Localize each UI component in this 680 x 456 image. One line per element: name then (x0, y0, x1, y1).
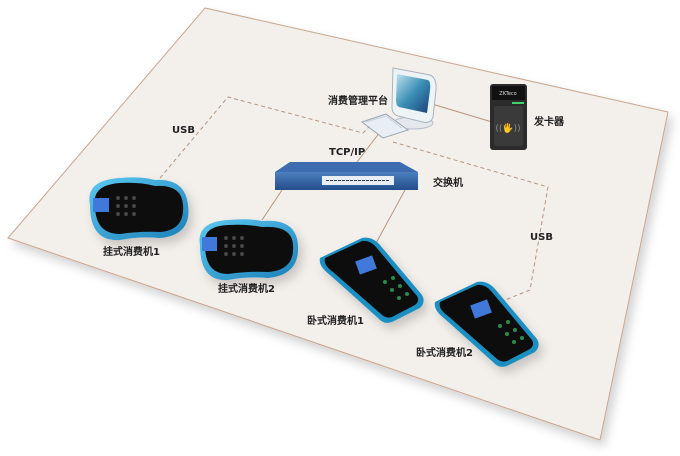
usb-left-label: USB (172, 125, 195, 136)
platform-label: 消费管理平台 (328, 94, 388, 107)
network-switch-icon (275, 162, 418, 190)
tcpip-connections (261, 103, 493, 246)
wall-terminal-2-label: 挂式消费机2 (218, 282, 275, 295)
desk-terminal-1-label: 卧式消费机1 (307, 314, 364, 327)
wall-terminal-1-icon (89, 177, 189, 241)
tcpip-label: TCP/IP (329, 147, 365, 158)
desk-terminal-1-icon (319, 237, 424, 323)
desk-terminal-2-icon (434, 281, 539, 367)
management-computer-icon (360, 67, 437, 139)
usb-connection-left (159, 96, 371, 179)
usb-right-label: USB (530, 232, 553, 243)
wall-terminal-1-label: 挂式消费机1 (103, 245, 160, 258)
switch-label: 交换机 (433, 176, 463, 189)
wall-terminal-2-icon (199, 219, 299, 281)
card-issuer-label: 发卡器 (533, 115, 565, 128)
card-issuer-icon: ((🖐)) ZKTeco (490, 84, 527, 150)
reader-brand-text: ZKTeco (499, 91, 516, 97)
desk-terminal-2-label: 卧式消费机2 (416, 346, 473, 359)
usb-connection-right (392, 141, 549, 301)
svg-text:((🖐)): ((🖐)) (495, 122, 520, 134)
